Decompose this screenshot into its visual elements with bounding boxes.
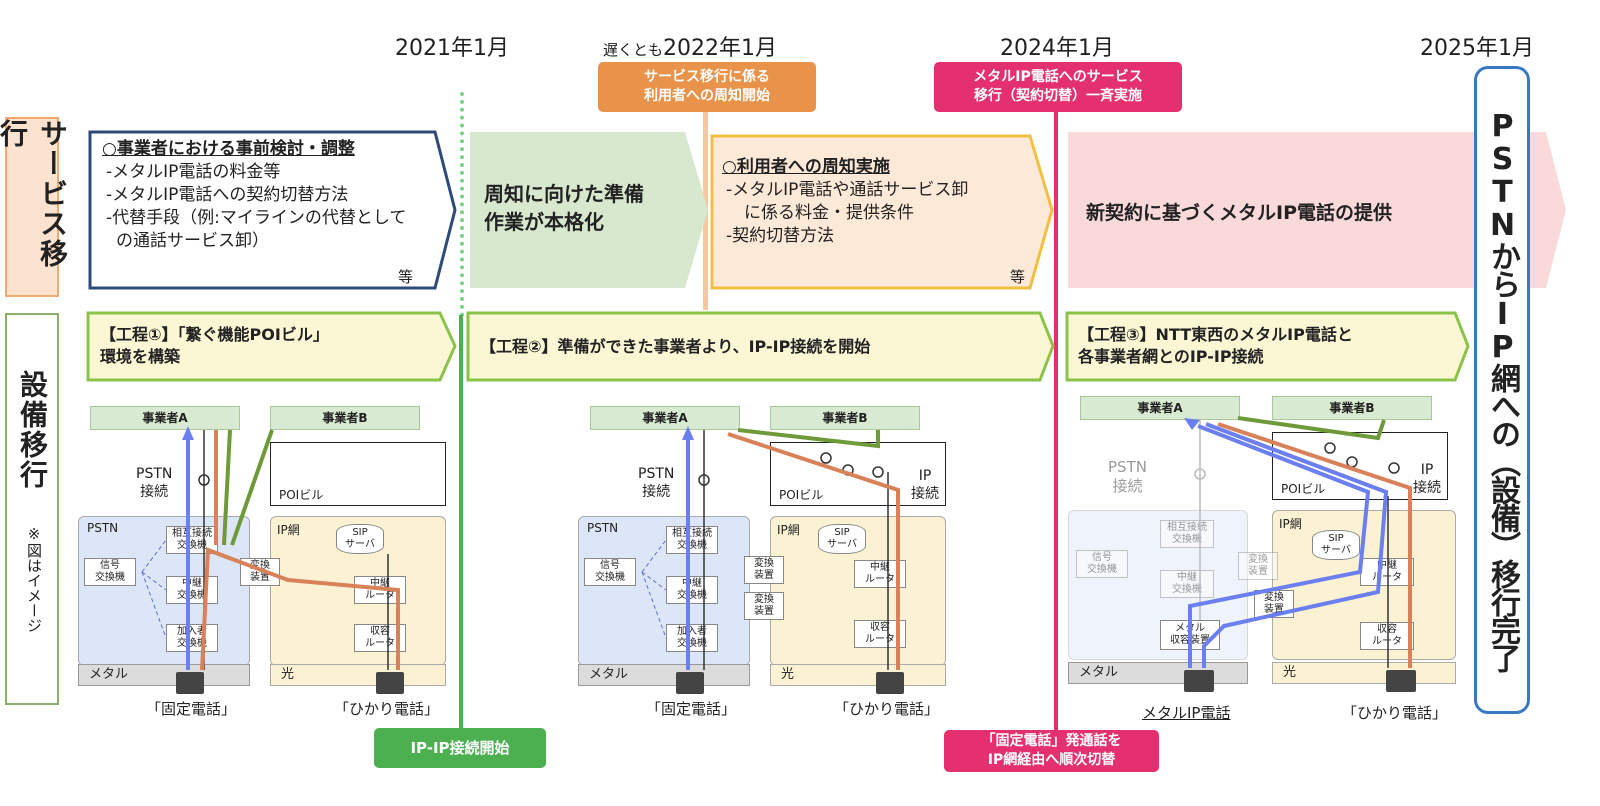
- operator-b: 事業者B: [770, 406, 920, 430]
- relay-router: 中継 ルータ: [1360, 558, 1414, 586]
- callout-notice-start: サービス移行に係る 利用者への周知開始: [598, 62, 816, 112]
- service-box3: ○利用者への周知実施 -メタルIP電話や通話サービス卸 に係る料金・提供条件 -…: [722, 156, 1032, 248]
- sip-server: SIP サーバ: [818, 524, 866, 554]
- callout-route-switch: 「固定電話」発通話を IP網経由へ順次切替: [944, 730, 1159, 772]
- pstn-label: PSTN: [587, 521, 619, 535]
- diagram1-paths: [141, 426, 404, 694]
- ipnet-label: IP網: [777, 523, 800, 537]
- date-2022-prefix: 遅くとも: [603, 41, 664, 59]
- service-box3-title: ○利用者への周知実施: [722, 157, 890, 177]
- date-2024: 2024年1月: [1000, 36, 1114, 61]
- fixed-phone-label: 「固定電話」: [646, 700, 737, 718]
- poi-building: POIビル IP 接続: [770, 442, 946, 506]
- sip-server: SIP サーバ: [1312, 530, 1360, 560]
- service-box2-shape: [470, 132, 708, 288]
- hikari-phone-label: 「ひかり電話」: [1342, 704, 1448, 722]
- service-box4-shape: [1068, 132, 1565, 288]
- sip-server: SIP サーバ: [336, 524, 384, 554]
- service-box1-item: -メタルIP電話への契約切替方法: [106, 185, 349, 205]
- service-box4: 新契約に基づくメタルIP電話の提供: [1086, 202, 1392, 224]
- service-box1-item: -代替手段（例:マイラインの代替として: [106, 208, 407, 228]
- poi-building: POIビル: [270, 442, 446, 506]
- mutual-exchange: 相互接続 交換機: [1160, 520, 1214, 548]
- step2-shape: [466, 311, 1055, 382]
- final-completion-box: PSTNからIP網への（設備）移行完了: [1474, 66, 1530, 714]
- relay-exchange: 中継 交換機: [1160, 570, 1214, 598]
- network-diagram-1: 事業者A 事業者B PSTN 接続 POIビル PSTN IP網 相互接続 交換…: [78, 400, 458, 725]
- service-box1-item: の通話サービス卸）: [116, 231, 269, 251]
- final-arrow-tip: [1530, 132, 1566, 288]
- row-label-equipment: 設備移行: [16, 370, 49, 490]
- mutual-exchange: 相互接続 交換機: [666, 526, 718, 554]
- ip-connection-label: IP 接続: [1413, 462, 1441, 496]
- service-box2: 周知に向けた準備 作業が本格化: [484, 182, 644, 234]
- converter: 変換 装置: [744, 556, 784, 584]
- pstn-network: PSTN: [78, 516, 250, 666]
- poi-label: POIビル: [1281, 482, 1326, 496]
- date-2021: 2021年1月: [395, 36, 509, 61]
- step2-label: 【工程②】準備ができた事業者より、IP-IP接続を開始: [480, 337, 871, 356]
- converter: 変換 装置: [744, 592, 784, 620]
- service-box1-title: ○事業者における事前検討・調整: [102, 139, 355, 159]
- subscriber-exchange: 加入者 交換機: [166, 624, 218, 652]
- ipnet-label: IP網: [277, 523, 300, 537]
- poi-label: POIビル: [779, 488, 824, 502]
- operator-b: 事業者B: [1272, 396, 1432, 420]
- step1-label: 【工程①】「繋ぐ機能POIビル」 環境を構築: [100, 325, 329, 366]
- ip-connection-label: IP 接続: [911, 468, 939, 502]
- timeline-2021-dotted: [460, 92, 464, 317]
- service-box3-shape: [710, 134, 1054, 290]
- timeline-2021-line: [459, 315, 463, 735]
- network-diagram-2: 事業者A 事業者B PSTN 接続 POIビル IP 接続 PSTN IP網 相…: [578, 400, 958, 725]
- poi-label: POIビル: [279, 488, 324, 502]
- row-label-equipment-box: 設備移行 ※図はイメージ: [5, 313, 59, 705]
- metal-line: メタル: [578, 664, 750, 686]
- ipnet-label: IP網: [1279, 517, 1302, 531]
- diagram3-paths: [1184, 416, 1416, 692]
- metal-line: メタル: [78, 664, 250, 686]
- row-label-note: ※図はイメージ: [25, 525, 43, 633]
- date-2022-group: 遅くとも2022年1月: [603, 30, 777, 62]
- subscriber-exchange: 加入者 交換機: [666, 624, 718, 652]
- date-2025: 2025年1月: [1420, 36, 1534, 61]
- pstn-connection-label: PSTN 接続: [638, 466, 675, 500]
- operator-a: 事業者A: [90, 406, 240, 430]
- fixed-phone-label: 「固定電話」: [146, 700, 237, 718]
- network-diagram-3: 事業者A 事業者B PSTN 接続 POIビル IP 接続 IP網 相互接続 交…: [1068, 396, 1463, 726]
- diagram2-paths: [641, 426, 904, 694]
- callout-ipip-start: IP-IP接続開始: [374, 728, 546, 768]
- service-box1-item: -メタルIP電話の料金等: [106, 162, 281, 182]
- hikari-phone-label: 「ひかり電話」: [334, 700, 440, 718]
- service-box3-item: -メタルIP電話や通話サービス卸: [726, 180, 969, 200]
- converter: 変換 装置: [1238, 552, 1278, 580]
- service-box1-etc: 等: [398, 268, 414, 286]
- operator-a: 事業者A: [1080, 396, 1240, 420]
- operator-b: 事業者B: [270, 406, 420, 430]
- step3-label: 【工程③】NTT東西のメタルIP電話と 各事業者網とのIP-IP接続: [1078, 325, 1353, 366]
- service-box1: ○事業者における事前検討・調整 -メタルIP電話の料金等 -メタルIP電話への契…: [102, 138, 432, 253]
- service-box3-item: に係る料金・提供条件: [744, 203, 914, 223]
- service-box3-etc: 等: [1010, 268, 1026, 286]
- signal-exchange: 信号 交換機: [584, 558, 636, 586]
- pstn-label: PSTN: [87, 521, 119, 535]
- step1-shape: [86, 311, 457, 382]
- pstn-connection-label: PSTN 接続: [136, 466, 173, 500]
- hikari-phone-label: 「ひかり電話」: [834, 700, 940, 718]
- relay-exchange: 中継 交換機: [166, 576, 218, 604]
- service-box1-shape: [88, 130, 457, 290]
- callout-switch-all: メタルIP電話へのサービス 移行（契約切替）一斉実施: [934, 62, 1182, 112]
- pstn-connection-label: PSTN 接続: [1108, 458, 1147, 495]
- metal-ip-phone-label: メタルIP電話: [1142, 704, 1231, 722]
- service-box3-item: -契約切替方法: [726, 226, 835, 246]
- relay-exchange: 中継 交換機: [666, 576, 718, 604]
- signal-exchange: 信号 交換機: [1076, 550, 1128, 578]
- operator-a: 事業者A: [590, 406, 740, 430]
- date-2022: 2022年1月: [663, 36, 778, 61]
- step3-shape: [1065, 311, 1470, 382]
- access-router: 収容 ルータ: [1360, 622, 1414, 650]
- timeline-2024-line: [1054, 110, 1058, 735]
- signal-exchange: 信号 交換機: [84, 558, 136, 586]
